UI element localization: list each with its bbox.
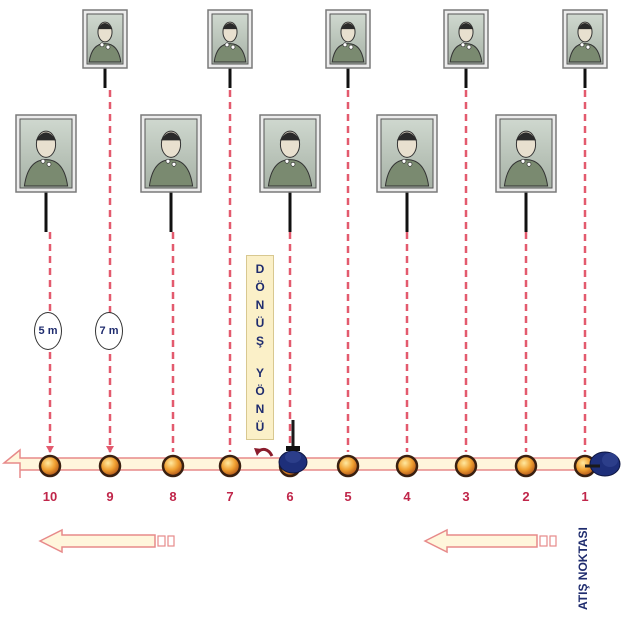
turn-letter: Ü [255,315,265,330]
shooter-icon [278,420,308,474]
target-figure-icon [443,9,489,69]
target-posts [44,68,587,232]
turn-letter: N [255,297,265,312]
turn-letter: D [255,261,265,276]
station-dot-icon [454,454,478,478]
direction-arrow-icon [423,528,538,554]
station-number: 2 [522,489,530,504]
target-figure-icon [140,114,202,193]
station-dot-icon [38,454,62,478]
target-figure-icon [562,9,608,69]
station-number: 10 [42,489,58,504]
turn-letter: Ü [255,419,265,434]
direction-arrow-icon [38,528,156,554]
station-number: 4 [403,489,411,504]
station-dot-icon [218,454,242,478]
target-figure-icon [82,9,128,69]
station-dot-icon [161,454,185,478]
station-number: 8 [169,489,177,504]
station-dot-icon [98,454,122,478]
dashed-lane-lines [41,90,587,453]
turn-letter: Ö [255,383,265,398]
target-figure-icon [495,114,557,193]
turn-direction-label: D Ö N Ü Ş Y Ö N Ü [246,255,274,440]
station-number: 7 [226,489,234,504]
station-dot-icon [395,454,419,478]
lower-right-arrow [423,528,557,554]
shooter-icon [585,451,621,477]
lower-left-arrow [38,528,175,554]
distance-marker-5m: 5 m [34,312,62,350]
station-number: 9 [106,489,114,504]
station-number: 3 [462,489,470,504]
turn-letter: Y [255,365,264,380]
station-dot-icon [336,454,360,478]
station-number: 1 [581,489,589,504]
station-number: 5 [344,489,352,504]
target-figure-icon [325,9,371,69]
turn-arrow-head [254,448,262,456]
station-number: 6 [286,489,294,504]
firing-point-label: ATIŞ NOKTASI [576,527,590,610]
turn-letter: N [255,401,265,416]
turn-letter: Ö [255,279,265,294]
station-dot-icon [514,454,538,478]
target-figure-icon [259,114,321,193]
turn-letter: Ş [255,333,264,348]
target-figure-icon [207,9,253,69]
distance-marker-7m: 7 m [95,312,123,350]
target-figure-icon [376,114,438,193]
station-dots [38,454,597,478]
target-figure-icon [15,114,77,193]
targets [15,9,608,193]
